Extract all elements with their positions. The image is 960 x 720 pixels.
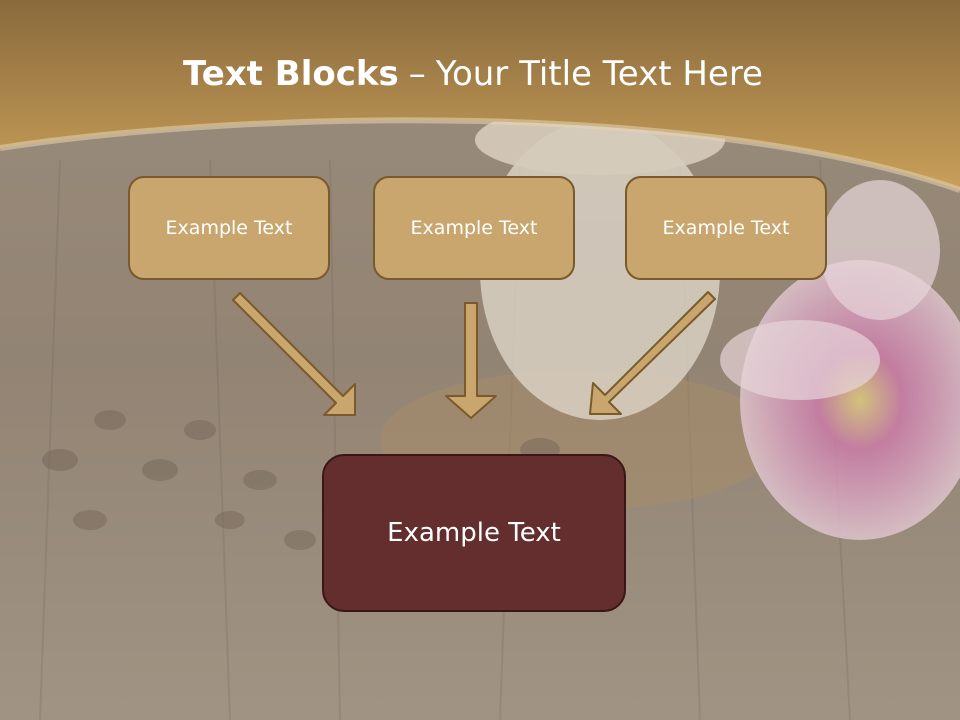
title-bold-part: Text Blocks [183, 54, 399, 94]
text-block-left[interactable]: Example Text [128, 176, 330, 280]
arrow-down-icon [445, 302, 497, 419]
target-text-block[interactable]: Example Text [322, 454, 626, 612]
arrow-down-left-icon [589, 291, 716, 415]
arrow-down-right-icon [232, 292, 356, 416]
slide-title: Text Blocks–Your Title Text Here [0, 52, 946, 96]
text-block-right[interactable]: Example Text [625, 176, 827, 280]
title-separator: – [408, 54, 426, 94]
text-block-right-label: Example Text [662, 217, 790, 239]
title-rest-part: Your Title Text Here [435, 54, 763, 94]
text-block-center[interactable]: Example Text [373, 176, 575, 280]
text-block-center-label: Example Text [410, 217, 538, 239]
target-text-block-label: Example Text [387, 518, 561, 548]
text-block-left-label: Example Text [165, 217, 293, 239]
